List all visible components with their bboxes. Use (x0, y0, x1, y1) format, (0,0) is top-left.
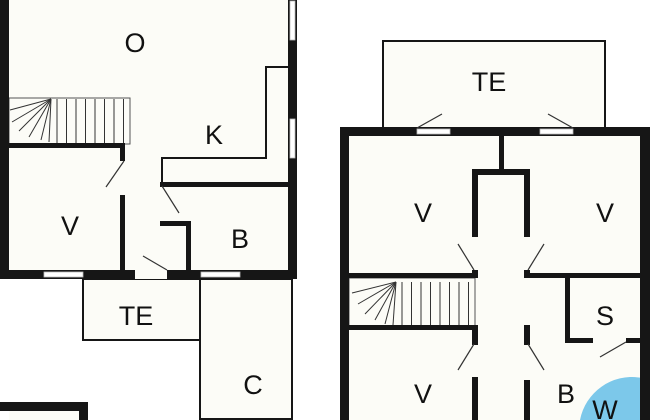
door (547, 113, 574, 129)
wall (640, 127, 650, 420)
window (43, 271, 84, 278)
door (457, 343, 475, 371)
stair-winder (40, 98, 52, 141)
wall (160, 182, 290, 187)
stair-winder (384, 281, 397, 325)
left-floor-area (0, 0, 292, 275)
room-label-bathroom: B (557, 379, 575, 409)
whirlpool-area (580, 377, 640, 420)
room-label-kitchen: K (205, 120, 223, 150)
room-label-bedroom: V (61, 211, 79, 241)
wall (349, 325, 478, 330)
partial-room (9, 411, 79, 420)
door (527, 243, 545, 271)
wall (79, 402, 88, 420)
door (599, 341, 627, 358)
wall (472, 270, 478, 278)
room-label-terrace: TE (472, 67, 507, 97)
wall (472, 325, 478, 345)
room-label-bedroom-1: V (414, 198, 432, 228)
door (527, 343, 545, 371)
door (416, 113, 443, 129)
wall (349, 273, 478, 278)
wall (340, 127, 650, 136)
stair-winder (11, 98, 52, 123)
terrace-outline (382, 40, 606, 130)
room-label-carport: C (243, 370, 263, 400)
wall (565, 278, 570, 343)
entrance-door (142, 255, 168, 271)
stair-winder (28, 98, 52, 138)
window (200, 271, 241, 278)
door-gap (416, 128, 451, 135)
wall (524, 273, 640, 278)
stair-winder (48, 98, 52, 143)
wall (524, 380, 530, 420)
terrace-outline (82, 278, 201, 341)
window (289, 0, 296, 41)
stair-winder (374, 281, 397, 321)
room-label-bedroom-2: V (596, 198, 614, 228)
wall (524, 325, 530, 345)
stair-winder (364, 281, 397, 315)
room-label-bathroom: B (231, 224, 249, 254)
wall (499, 134, 504, 174)
room-label-living: O (124, 28, 145, 58)
room-label-terrace: TE (119, 301, 154, 331)
wall (565, 338, 593, 343)
wall (626, 338, 640, 343)
door (457, 243, 475, 271)
entrance-door-gap (135, 270, 167, 279)
wall (340, 127, 349, 420)
wall (160, 221, 191, 226)
left-floor-plan: O K V B TE C (0, 0, 297, 420)
wall (0, 0, 9, 279)
wall (472, 169, 478, 237)
wall (472, 377, 478, 420)
stair-winder (357, 281, 397, 305)
stair-winder (18, 98, 52, 132)
room-label-storage: S (596, 301, 614, 331)
wall (120, 195, 125, 272)
door (161, 185, 180, 214)
right-floor-plan: TE V V V S B W (340, 40, 650, 420)
wall (186, 221, 191, 272)
door (105, 160, 125, 188)
kitchen-counter (161, 66, 288, 184)
room-label-bedroom-3: V (414, 379, 432, 409)
room-label-whirlpool: W (592, 395, 618, 420)
wall (0, 402, 88, 411)
stair-winder (9, 98, 52, 111)
wall (524, 169, 530, 237)
window (289, 118, 296, 159)
stair-winder (351, 281, 397, 294)
stair-winder (392, 281, 397, 326)
wall (120, 143, 125, 161)
wall (472, 169, 530, 175)
door-gap (539, 128, 574, 135)
wall (9, 143, 125, 148)
